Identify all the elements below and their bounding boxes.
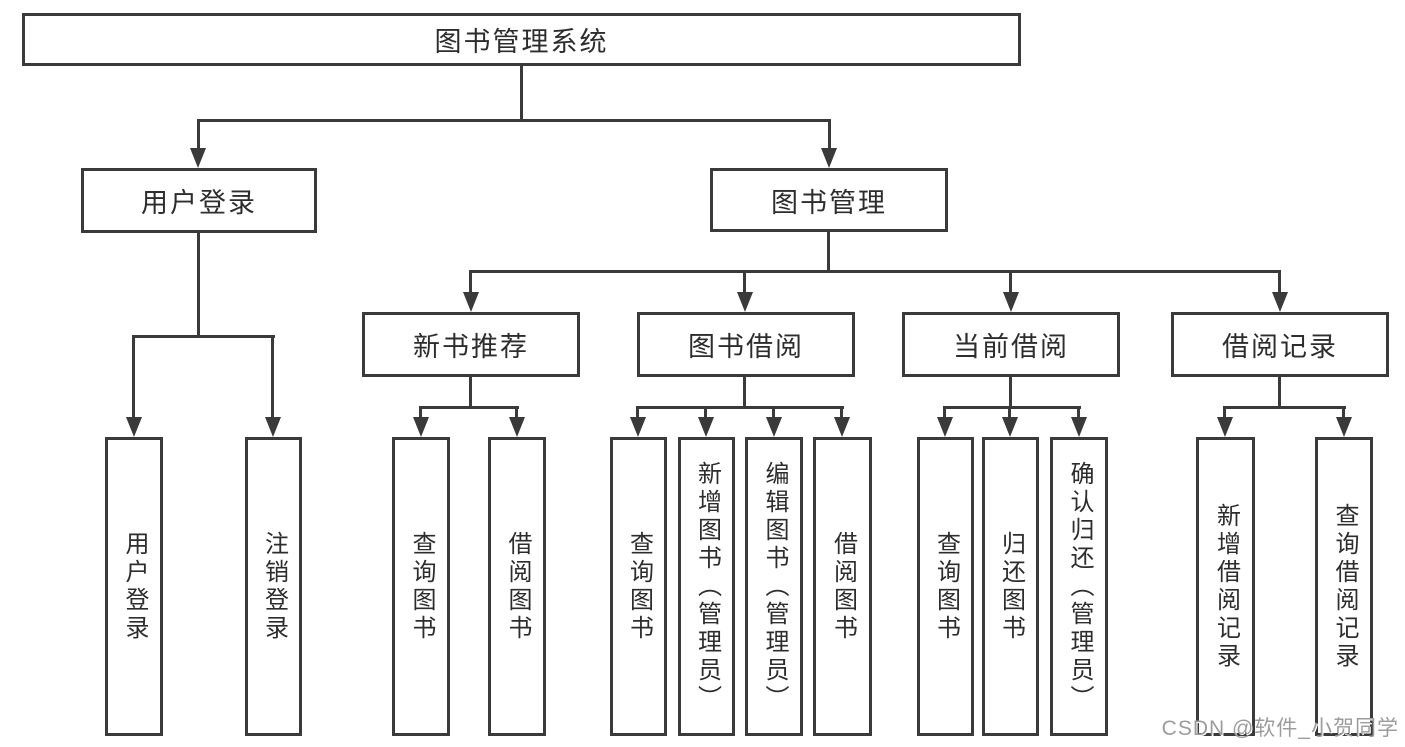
leaf-logout: 注销登录: [245, 437, 302, 736]
node-root-label: 图书管理系统: [434, 27, 609, 57]
leaf-query-book-1: 查询图书: [392, 437, 450, 736]
arrow-down-icon: [834, 417, 850, 437]
leaf-query-book-2: 查询图书: [610, 437, 667, 736]
arrow-down-icon: [190, 148, 206, 168]
edge-line: [419, 406, 519, 409]
leaf-borrow-book-2: 借阅图书: [813, 437, 872, 736]
edge-line: [743, 377, 746, 408]
arrow-down-icon: [937, 417, 953, 437]
edge-line: [704, 406, 707, 417]
leaf-add-book-admin: 新增图书（管理员）: [678, 437, 735, 736]
node-borrow-records-label: 借阅记录: [1222, 332, 1338, 362]
arrow-down-icon: [126, 417, 142, 437]
edge-line: [1342, 406, 1345, 417]
arrow-down-icon: [1336, 417, 1352, 437]
node-new-book-recommend-label: 新书推荐: [413, 332, 529, 362]
arrow-down-icon: [1217, 417, 1233, 437]
leaf-borrow-book-1-label: 借阅图书: [504, 530, 531, 643]
csdn-watermark: CSDN @软件_小贺同学: [1161, 717, 1399, 740]
edge-line: [197, 119, 200, 148]
edge-line: [828, 119, 831, 148]
edge-line: [197, 233, 200, 338]
edge-line: [636, 406, 639, 417]
node-user-login: 用户登录: [81, 168, 317, 233]
leaf-return-book: 归还图书: [982, 437, 1039, 736]
node-book-borrow: 图书借阅: [637, 312, 855, 377]
leaf-add-borrow-record-label: 新增借阅记录: [1212, 502, 1240, 671]
edge-line: [743, 270, 746, 292]
node-current-borrow-label: 当前借阅: [953, 332, 1069, 362]
leaf-return-book-label: 归还图书: [997, 530, 1025, 643]
arrow-down-icon: [463, 292, 479, 312]
node-new-book-recommend: 新书推荐: [362, 312, 580, 377]
arrow-down-icon: [1003, 292, 1019, 312]
arrow-down-icon: [265, 417, 281, 437]
arrow-down-icon: [509, 417, 525, 437]
edge-line: [943, 406, 946, 417]
arrow-down-icon: [698, 417, 714, 437]
leaf-add-book-admin-label: 新增图书（管理员）: [693, 460, 721, 713]
leaf-user-login: 用户登录: [105, 437, 163, 736]
leaf-add-borrow-record: 新增借阅记录: [1196, 437, 1255, 736]
edge-line: [943, 406, 1081, 409]
edge-line: [1009, 270, 1012, 292]
edge-line: [827, 232, 830, 272]
node-book-management: 图书管理: [710, 168, 948, 232]
edge-line: [197, 119, 830, 122]
edge-line: [1223, 406, 1346, 409]
edge-line: [636, 406, 844, 409]
edge-line: [515, 406, 518, 417]
edge-line: [840, 406, 843, 417]
node-user-login-label: 用户登录: [141, 188, 257, 218]
arrow-down-icon: [1071, 417, 1087, 437]
edge-line: [1077, 406, 1080, 417]
edge-line: [469, 270, 1281, 273]
edge-line: [520, 66, 523, 120]
edge-line: [772, 406, 775, 417]
arrow-down-icon: [1272, 292, 1288, 312]
leaf-confirm-return-admin-label: 确认归还（管理员）: [1066, 460, 1093, 713]
node-book-management-label: 图书管理: [771, 187, 887, 218]
leaf-confirm-return-admin: 确认归还（管理员）: [1050, 437, 1108, 736]
arrow-down-icon: [1002, 417, 1018, 437]
arrow-down-icon: [766, 417, 782, 437]
leaf-logout-label: 注销登录: [260, 530, 288, 643]
edge-line: [271, 335, 274, 417]
edge-line: [469, 270, 472, 292]
edge-line: [1008, 406, 1011, 417]
leaf-query-borrow-record: 查询借阅记录: [1315, 437, 1373, 736]
leaf-borrow-book-2-label: 借阅图书: [829, 530, 857, 643]
leaf-query-book-2-label: 查询图书: [625, 530, 653, 643]
arrow-down-icon: [821, 148, 837, 168]
node-borrow-records: 借阅记录: [1171, 312, 1389, 377]
arrow-down-icon: [630, 417, 646, 437]
edge-line: [1223, 406, 1226, 417]
node-root: 图书管理系统: [22, 13, 1021, 66]
edge-line: [419, 406, 422, 417]
leaf-borrow-book-1: 借阅图书: [488, 437, 546, 736]
edge-line: [1278, 270, 1281, 292]
leaf-query-book-1-label: 查询图书: [408, 530, 435, 643]
leaf-query-borrow-record-label: 查询借阅记录: [1331, 502, 1358, 671]
edge-line: [132, 335, 135, 417]
leaf-query-book-3-label: 查询图书: [932, 530, 960, 643]
leaf-edit-book-admin-label: 编辑图书（管理员）: [761, 460, 788, 713]
leaf-user-login-label: 用户登录: [121, 530, 148, 643]
edge-line: [469, 377, 472, 408]
edge-line: [132, 335, 275, 338]
leaf-edit-book-admin: 编辑图书（管理员）: [745, 437, 803, 736]
arrow-down-icon: [413, 417, 429, 437]
edge-line: [1278, 377, 1281, 408]
arrow-down-icon: [737, 292, 753, 312]
node-book-borrow-label: 图书借阅: [688, 332, 804, 362]
leaf-query-book-3: 查询图书: [917, 437, 974, 736]
node-current-borrow: 当前借阅: [902, 312, 1120, 377]
edge-line: [1009, 377, 1012, 408]
